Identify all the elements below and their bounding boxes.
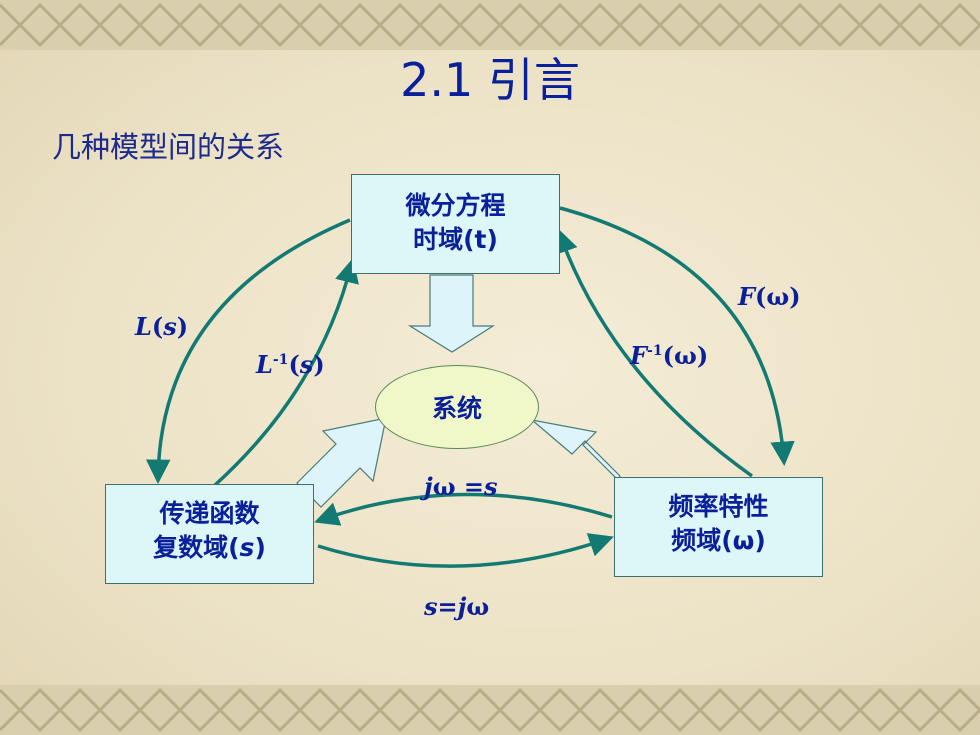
- label-fourier-fn: F: [738, 282, 756, 311]
- block-arrow-ode-to-system: [407, 274, 496, 353]
- node-transfer-line2: 复数域(s): [106, 531, 313, 565]
- label-inverse-laplace: L-1(s): [256, 350, 325, 379]
- node-transfer-line1: 传递函数: [159, 499, 260, 528]
- arrow-inverse-fourier: [554, 228, 754, 478]
- label-inv-fourier-fn: F: [630, 341, 648, 370]
- label-jw-to-s-s: s: [484, 472, 498, 501]
- node-ode-line2: 时域(t): [413, 225, 498, 254]
- bottom-decorative-band: [0, 685, 980, 735]
- block-arrow-transfer-to-system: [296, 417, 387, 508]
- arrow-s-to-jw: [317, 533, 614, 568]
- label-jw-to-s-eq: =: [455, 472, 485, 501]
- arrow-jw-to-s: [314, 492, 613, 526]
- label-laplace-close: ): [176, 312, 189, 341]
- label-laplace-fn: L: [135, 312, 152, 341]
- label-inv-laplace-var: s: [299, 350, 314, 379]
- node-system: 系统: [375, 365, 539, 449]
- label-inv-fourier-rest: (ω): [662, 341, 709, 370]
- node-frequency-line2: 频域(ω): [671, 526, 766, 555]
- slide-subtitle: 几种模型间的关系: [52, 130, 285, 164]
- label-s-to-jw-j: j: [457, 592, 467, 621]
- slide-title: 2.1 引言: [400, 53, 580, 107]
- node-ode-line1: 微分方程: [405, 191, 506, 220]
- label-fourier-rest: (ω): [755, 282, 801, 311]
- top-decorative-band: [0, 0, 980, 50]
- arrow-inverse-laplace: [213, 258, 359, 487]
- node-transfer-line2-var: s: [239, 533, 255, 562]
- label-inv-fourier-sup: -1: [647, 343, 663, 359]
- node-frequency-response: 频率特性 频域(ω): [614, 477, 823, 577]
- label-inv-laplace-fn: L: [256, 350, 273, 379]
- label-inv-laplace-close: ): [313, 350, 325, 379]
- label-laplace: L(s): [135, 312, 188, 341]
- node-transfer-line2-prefix: 复数域(: [153, 533, 240, 562]
- node-transfer-function: 传递函数 复数域(s): [105, 484, 314, 584]
- bottom-band-pattern: [0, 687, 980, 733]
- label-laplace-var: s: [163, 312, 177, 341]
- label-inverse-fourier: F-1(ω): [630, 341, 708, 370]
- label-s-to-jw-eq: =: [437, 592, 458, 621]
- label-s-to-jw-w: ω: [466, 592, 490, 621]
- node-differential-equation: 微分方程 时域(t): [351, 174, 560, 274]
- arrow-fourier: [559, 206, 795, 467]
- block-arrow-frequency-to-system: [529, 418, 621, 482]
- label-fourier: F(ω): [738, 282, 801, 311]
- arrow-laplace: [145, 218, 351, 485]
- label-laplace-open: (: [151, 312, 164, 341]
- top-band-pattern: [0, 2, 980, 48]
- label-jw-to-s-w: ω: [432, 472, 456, 501]
- label-jw-to-s: jω =s: [424, 472, 498, 501]
- node-transfer-line2-suffix: ): [254, 533, 266, 562]
- node-frequency-line1: 频率特性: [668, 492, 769, 521]
- label-s-to-jw: s=jω: [424, 592, 489, 621]
- label-inv-laplace-sup: -1: [272, 352, 289, 368]
- label-s-to-jw-s: s: [424, 592, 438, 621]
- label-inv-laplace-open: (: [288, 350, 300, 379]
- label-jw-to-s-j: j: [424, 472, 433, 501]
